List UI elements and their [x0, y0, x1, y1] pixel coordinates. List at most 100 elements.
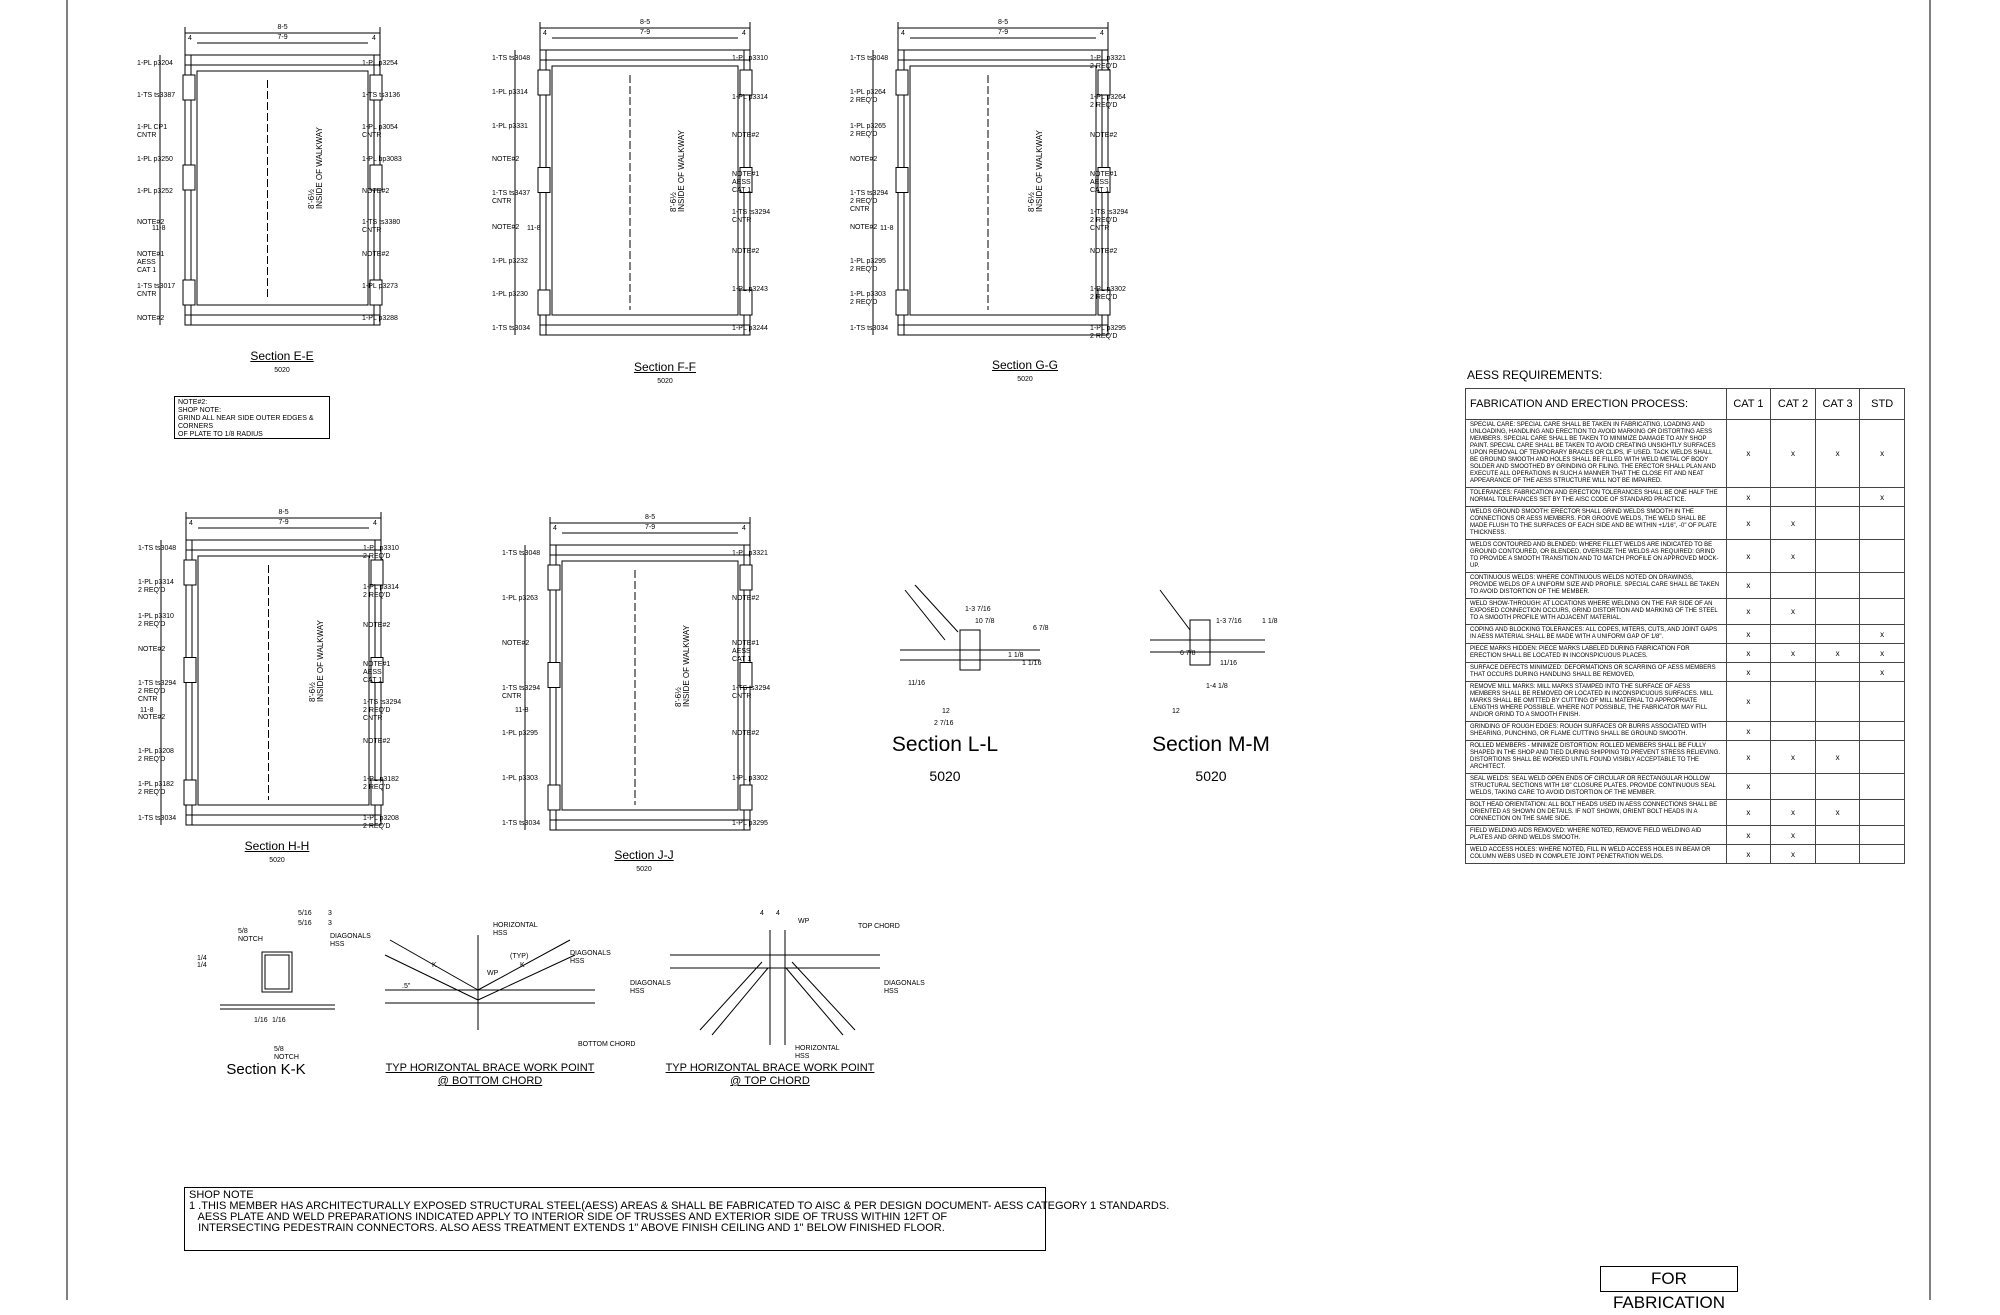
- callout-label: 1/16: [254, 1017, 268, 1024]
- callout-label: 1-TS ts3048: [138, 545, 177, 552]
- callout-label: 1-PL p3295: [502, 730, 538, 737]
- callout-label: 1-TS ts3437 CNTR: [492, 190, 531, 205]
- dim-outer-label: 8-5: [278, 509, 289, 516]
- aess-header-row: FABRICATION AND ERECTION PROCESS: CAT 1 …: [1465, 388, 1905, 420]
- callout-label: 1-PL CP1 CNTR: [137, 123, 168, 139]
- section-title: Section F-F: [633, 360, 697, 374]
- aess-row-description: WELDS CONTOURED AND BLENDED: WHERE FILLE…: [1465, 539, 1727, 573]
- aess-row-mark: [1814, 662, 1861, 682]
- aess-row-description: SEAL WELDS: SEAL WELD OPEN ENDS OF CIRCU…: [1465, 773, 1727, 800]
- callout-label: 4: [760, 910, 764, 917]
- callout-label: 1-TS ts3294 2 REQ'D CNTR: [138, 680, 177, 703]
- aess-row-mark: x: [1725, 487, 1772, 507]
- aess-row-mark: [1770, 773, 1816, 800]
- aess-row-mark: x: [1814, 419, 1861, 488]
- callout-label: 1-PL p3331: [492, 122, 528, 130]
- callout-label: 1-TS ts3017 CNTR: [137, 283, 176, 299]
- section-ref: 5020: [1195, 768, 1227, 784]
- callout-label: BOTTOM CHORD: [578, 1041, 636, 1048]
- aess-row-mark: x: [1770, 825, 1816, 845]
- callout-label: 6 7/8: [1033, 625, 1049, 632]
- callout-label: NOTE#2: [850, 156, 878, 164]
- aess-row: COPING AND BLOCKING TOLERANCES: ALL COPE…: [1465, 624, 1905, 644]
- callout-label: 1-PL p3314 2 REQ'D: [363, 583, 399, 599]
- aess-row-mark: x: [1725, 773, 1772, 800]
- walkway-label: 8'-6½ INSIDE OF WALKWAY: [668, 129, 686, 212]
- aess-row-mark: x: [1725, 681, 1772, 722]
- aess-row: GRINDING OF ROUGH EDGES: ROUGH SURFACES …: [1465, 721, 1905, 741]
- note2-line: GRIND ALL NEAR SIDE OUTER EDGES & CORNER…: [178, 415, 314, 430]
- callout-label: 1-3 7/16: [965, 606, 991, 613]
- dim-small-label: 4: [189, 520, 193, 527]
- aess-row-description: ROLLED MEMBERS - MINIMIZE DISTORTION: RO…: [1465, 740, 1727, 774]
- aess-row: BOLT HEAD ORIENTATION: ALL BOLT HEADS US…: [1465, 799, 1905, 826]
- callout-label: 3: [328, 920, 332, 927]
- aess-row-mark: x: [1725, 624, 1772, 644]
- callout-label: 3: [328, 910, 332, 917]
- aess-row-mark: x: [1725, 506, 1772, 540]
- callout-label: 1-PL p3314: [732, 93, 768, 101]
- aess-row-mark: [1859, 773, 1905, 800]
- aess-row-mark: [1770, 487, 1816, 507]
- section-title: Section L-L: [891, 733, 999, 756]
- callout-label: 1-PL bp3083: [362, 155, 402, 163]
- aess-row-mark: [1859, 572, 1905, 599]
- callout-label: 1 1/8: [1008, 652, 1024, 659]
- callout-label: (TYP): [510, 953, 529, 960]
- plate: [739, 564, 753, 591]
- aess-row-mark: x: [1859, 643, 1905, 663]
- callout-label: 1-TS ts3294 CNTR: [502, 685, 541, 700]
- callout-label: 1-PL p3310 2 REQ'D: [138, 612, 174, 628]
- aess-row-description: WELD ACCESS HOLES: WHERE NOTED, FILL IN …: [1465, 844, 1727, 864]
- callout-label: 1-PL p3208 2 REQ'D: [363, 815, 399, 830]
- aess-row: WELDS GROUND SMOOTH: ERECTOR SHALL GRIND…: [1465, 506, 1905, 540]
- detail-title-line: TYP HORIZONTAL BRACE WORK POINT: [665, 1062, 875, 1074]
- callout-label: 1-PL p3321: [732, 550, 768, 557]
- aess-body: SPECIAL CARE: SPECIAL CARE SHALL BE TAKE…: [1465, 419, 1905, 864]
- aess-row-description: WELDS GROUND SMOOTH: ERECTOR SHALL GRIND…: [1465, 506, 1727, 540]
- frame-inner: [909, 65, 1097, 316]
- callout-label: 1-PL p3204: [137, 60, 173, 67]
- aess-row-description: CONTINUOUS WELDS: WHERE CONTINUOUS WELDS…: [1465, 572, 1727, 599]
- aess-header-cat2: CAT 2: [1770, 388, 1816, 420]
- dim-outer-label: 8-5: [277, 24, 288, 31]
- shop-note-line: INTERSECTING PEDESTRAIN CONNECTORS. ALSO…: [189, 1222, 945, 1234]
- shop-note-line: SHOP NOTE: [189, 1189, 254, 1201]
- callout-label: WP: [798, 918, 810, 925]
- callout-label: NOTE#2: [850, 223, 878, 231]
- callout-label: NOTE#2: [137, 219, 165, 227]
- callout-label: TOP CHORD: [858, 923, 900, 930]
- plate: [895, 289, 909, 316]
- aess-row-mark: [1859, 681, 1905, 722]
- dim-small-label: 4: [742, 525, 746, 532]
- aess-row-mark: [1770, 662, 1816, 682]
- dim-small-label: 4: [188, 35, 192, 42]
- aess-row: SEAL WELDS: SEAL WELD OPEN ENDS OF CIRCU…: [1465, 773, 1905, 800]
- section-ref: 5020: [1017, 376, 1033, 383]
- dim-outer-label: 8-5: [640, 19, 651, 26]
- note2-line: NOTE#2:: [178, 399, 208, 406]
- aess-row-mark: [1859, 506, 1905, 540]
- aess-row-mark: [1770, 624, 1816, 644]
- plate: [1189, 619, 1211, 666]
- callout-label: 1-PL p3295: [732, 820, 768, 827]
- plate: [370, 779, 384, 806]
- diagonal: [699, 961, 763, 1031]
- section-title: Section K-K: [226, 1061, 306, 1078]
- callout-label: 1-TS ts3294 CNTR: [732, 209, 771, 225]
- callout-label: 1-PL p3263: [502, 595, 538, 602]
- callout-label: NOTE#2: [1090, 247, 1118, 255]
- note2-line: OF PLATE TO 1/8 RADIUS: [178, 431, 263, 438]
- plate: [370, 657, 384, 683]
- aess-row-mark: x: [1814, 643, 1861, 663]
- diagonal: [389, 939, 479, 991]
- plate: [537, 69, 551, 96]
- diagonal: [791, 961, 856, 1031]
- note2-line: SHOP NOTE:: [178, 407, 222, 414]
- aess-row-mark: [1859, 844, 1905, 864]
- diagonal: [477, 954, 576, 1001]
- callout-label: 5/8 NOTCH: [238, 928, 263, 943]
- callout-label: 1-PL p3310: [732, 55, 768, 62]
- callout-label: NOTE#2: [732, 247, 760, 255]
